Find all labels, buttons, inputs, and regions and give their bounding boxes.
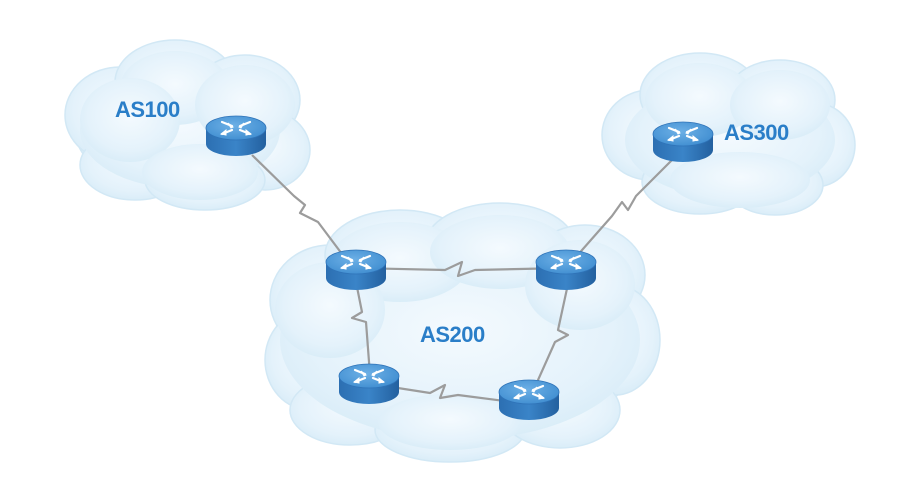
router-as200-top-right bbox=[534, 248, 598, 292]
router-as200-bottom-right bbox=[497, 378, 561, 422]
router-as200-top-left bbox=[324, 248, 388, 292]
as300-label: AS300 bbox=[724, 120, 789, 145]
router-icon bbox=[204, 114, 268, 158]
link-as200-bottom bbox=[371, 382, 529, 406]
cloud-as300 bbox=[601, 52, 856, 216]
cloud-as100 bbox=[64, 39, 311, 211]
link-as200-left bbox=[350, 281, 372, 376]
router-icon bbox=[651, 120, 715, 164]
router-icon bbox=[324, 248, 388, 292]
router-as300 bbox=[651, 120, 715, 164]
links bbox=[251, 154, 673, 406]
router-as200-bottom-left bbox=[337, 362, 401, 406]
router-as100 bbox=[204, 114, 268, 158]
as200-label: AS200 bbox=[420, 322, 485, 347]
link-as300-to-as200 bbox=[567, 159, 673, 267]
router-icon bbox=[497, 378, 561, 422]
link-as100-to-as200 bbox=[251, 154, 349, 263]
as100-label: AS100 bbox=[115, 97, 180, 122]
router-icon bbox=[534, 248, 598, 292]
link-as200-right bbox=[528, 283, 570, 399]
link-as200-top bbox=[356, 260, 567, 278]
router-icon bbox=[337, 362, 401, 406]
